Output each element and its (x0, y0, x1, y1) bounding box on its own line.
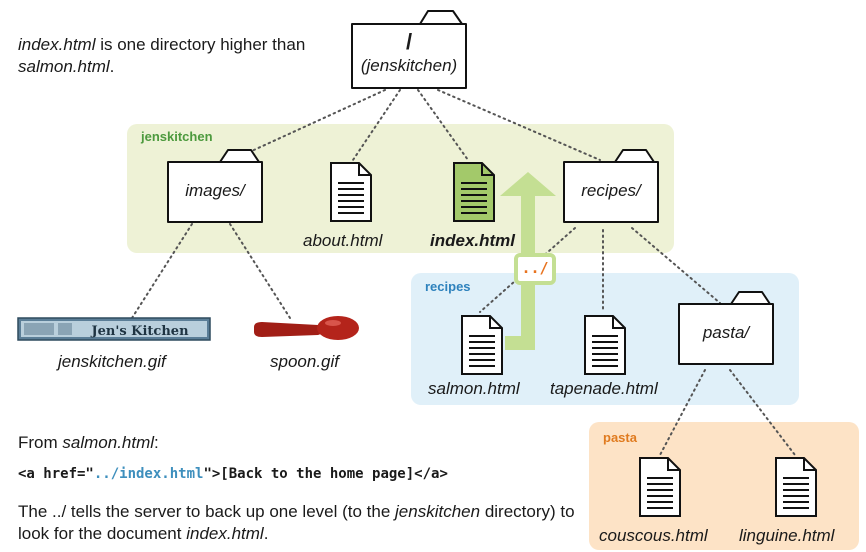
couscous-document-icon (639, 457, 681, 517)
from-salmon-caption: From salmon.html: (18, 433, 159, 452)
about-document-icon (330, 162, 372, 222)
root-folder-icon (351, 10, 467, 89)
index-file-label: index.html (430, 231, 516, 250)
up-level-arrow (500, 172, 556, 350)
pasta-folder-icon (678, 291, 774, 365)
linguine-file-label: linguine.html (739, 526, 835, 545)
images-folder-label: images/ (185, 181, 245, 200)
linguine-document-icon (775, 457, 817, 517)
root-folder-subtitle: (jenskitchen) (360, 56, 458, 75)
up-badge-box (514, 253, 556, 285)
code-example: <a href="../index.html">[Back to the hom… (18, 466, 448, 482)
jenskitchen-gif-label: jenskitchen.gif (58, 352, 166, 371)
salmon-file-label: salmon.html (428, 379, 520, 398)
tapenade-document-icon (584, 315, 626, 375)
intro-note: index.html is one directory higher than … (18, 35, 306, 76)
salmon-document-icon (461, 315, 503, 375)
connector-lines (131, 89, 796, 456)
group-label-recipes: recipes (425, 279, 471, 294)
explanation-text: The ../ tells the server to back up one … (18, 502, 575, 543)
jenskitchen-group-box (127, 124, 674, 253)
pasta-folder-label: pasta/ (702, 323, 750, 342)
recipes-folder-icon (563, 149, 659, 223)
group-label-jenskitchen: jenskitchen (141, 129, 213, 144)
jenskitchen-logo-image: Jen's Kitchen (17, 317, 211, 341)
up-level-badge: ../ (521, 259, 549, 277)
images-folder-icon (167, 149, 263, 223)
index-document-icon (453, 162, 495, 222)
root-folder-name: / (405, 29, 413, 54)
spoon-image (254, 316, 359, 340)
tapenade-file-label: tapenade.html (550, 379, 658, 398)
spoon-gif-label: spoon.gif (270, 352, 339, 371)
about-file-label: about.html (303, 231, 383, 250)
couscous-file-label: couscous.html (599, 526, 708, 545)
pasta-group-box (589, 422, 859, 550)
svg-text:Jen's Kitchen: Jen's Kitchen (90, 324, 189, 339)
recipes-folder-label: recipes/ (581, 181, 641, 200)
group-label-pasta: pasta (603, 430, 637, 445)
